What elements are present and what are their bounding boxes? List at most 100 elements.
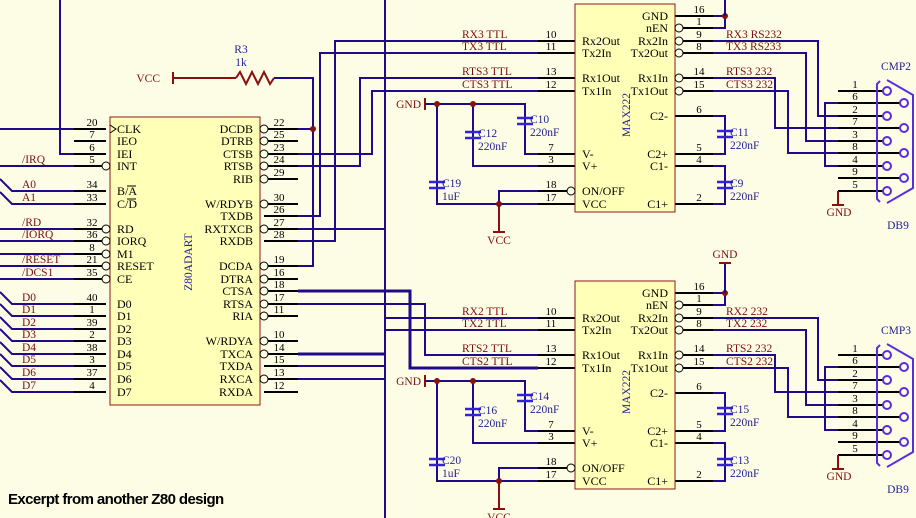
junction-dot: [434, 378, 440, 384]
vcc-label: VCC: [487, 235, 511, 247]
z80-chip-body: [109, 116, 261, 406]
pin-number: 7: [548, 142, 554, 154]
db9-tx-wire: [713, 52, 838, 142]
net-label: RTS3 TTL: [462, 66, 512, 78]
inversion-bubble: [566, 186, 576, 196]
pin-name: Rx1Out: [582, 71, 621, 85]
pin-name: CTSA: [222, 284, 253, 298]
pin-number: 18: [546, 179, 558, 191]
db9-pin-icon: [899, 123, 909, 133]
vcc-rail-wire: [436, 381, 538, 482]
inversion-bubble: [259, 311, 269, 321]
pin-name: C2-: [650, 386, 668, 400]
pin-number: 20: [87, 117, 99, 129]
inversion-bubble: [259, 199, 269, 209]
pin-number: 6: [89, 142, 95, 154]
junction-dot: [310, 126, 316, 132]
pin-number: 17: [546, 192, 558, 204]
pin-name: D3: [117, 334, 132, 348]
pin-name: IEI: [117, 147, 132, 161]
db9-pin-icon: [899, 362, 909, 372]
net-label: RX3 TTL: [462, 29, 507, 41]
pin-name: RTSB: [224, 159, 253, 173]
pin-number: 2: [696, 192, 702, 204]
pin-number: 22: [274, 117, 285, 129]
net-label: D2: [22, 317, 36, 329]
pin-name: Tx2Out: [631, 323, 669, 337]
pin-number: 15: [694, 79, 706, 91]
db9-pin-icon: [899, 437, 909, 447]
pin-number: 1: [852, 343, 858, 355]
inversion-bubble: [101, 224, 111, 234]
pin-number: 38: [87, 342, 99, 354]
pin-name: B/A: [117, 184, 137, 198]
capacitor-value: 1uF: [442, 191, 460, 203]
pin-name: CTSB: [223, 147, 253, 161]
pin-name: RESET: [117, 259, 154, 273]
max222-chip-body: [574, 280, 676, 490]
pin-name: TXCA: [220, 347, 253, 361]
capacitor-value: 220nF: [530, 127, 559, 139]
net-label: /IORQ: [22, 229, 54, 241]
pin-number: 37: [87, 367, 99, 379]
bus-entry-wire: [0, 379, 74, 393]
pin-name: Tx1In: [582, 84, 611, 98]
capacitor-ref: C14: [530, 391, 549, 403]
net-label: TX2 TTL: [462, 318, 507, 330]
pin-name: D2: [117, 322, 132, 336]
inversion-bubble: [101, 249, 111, 259]
inversion-bubble: [259, 286, 269, 296]
capacitor-ref: C19: [442, 178, 461, 190]
pin-number: 29: [274, 167, 286, 179]
net-label: /RESET: [22, 254, 60, 266]
pin-name: C1-: [650, 159, 668, 173]
pin-number: 4: [852, 154, 858, 166]
net-label: CTS2 232: [726, 356, 773, 368]
pin-number: 5: [852, 179, 858, 191]
c2-wire: [713, 392, 726, 432]
pin-number: 12: [546, 79, 557, 91]
pin-number: 3: [548, 431, 554, 443]
inversion-bubble: [101, 161, 111, 171]
pin-number: 8: [852, 405, 858, 417]
pin-name: Rx2In: [638, 34, 668, 48]
net-label: TX2 232: [726, 318, 767, 330]
connector-type: DB9: [887, 484, 909, 496]
pin-name: Rx2In: [638, 311, 668, 325]
inversion-bubble: [566, 463, 576, 473]
net-label: RX3 RS232: [726, 29, 782, 41]
db9-pin-icon: [882, 450, 892, 460]
pin-number: 6: [696, 104, 702, 116]
pin-number: 24: [274, 154, 286, 166]
junction-dot: [434, 101, 440, 107]
pin-name: nEN: [646, 21, 668, 35]
net-label: RX2 232: [726, 306, 768, 318]
capacitor-value: 220nF: [730, 417, 759, 429]
pin-number: 2: [852, 368, 858, 380]
inversion-bubble: [259, 349, 269, 359]
pin-number: 3: [89, 354, 95, 366]
net-label: D6: [22, 367, 36, 379]
net-label: CTS3 TTL: [462, 79, 513, 91]
inversion-bubble: [259, 161, 269, 171]
pin-number: 16: [694, 281, 706, 293]
pin-number: 18: [546, 456, 558, 468]
chip-name: MAX222: [621, 93, 633, 137]
pin-name: C1+: [647, 197, 668, 211]
inversion-bubble: [674, 36, 684, 46]
capacitor-ref: C15: [730, 404, 749, 416]
pin-number: 14: [694, 66, 706, 78]
net-label: D4: [22, 342, 36, 354]
pin-name: Tx1In: [582, 361, 611, 375]
pin-name: Tx1Out: [631, 84, 669, 98]
net-label: CTS3 232: [726, 79, 773, 91]
pin-name: C2-: [650, 109, 668, 123]
pin-number: 5: [89, 154, 95, 166]
pin-name: Rx1Out: [582, 348, 621, 362]
pin-number: 9: [852, 166, 858, 178]
pin-number: 6: [852, 91, 858, 103]
pin-name: Rx2Out: [582, 311, 621, 325]
db9-pin-icon: [882, 136, 892, 146]
capacitor-value: 220nF: [730, 191, 759, 203]
db9-rts-wire: [713, 77, 838, 129]
